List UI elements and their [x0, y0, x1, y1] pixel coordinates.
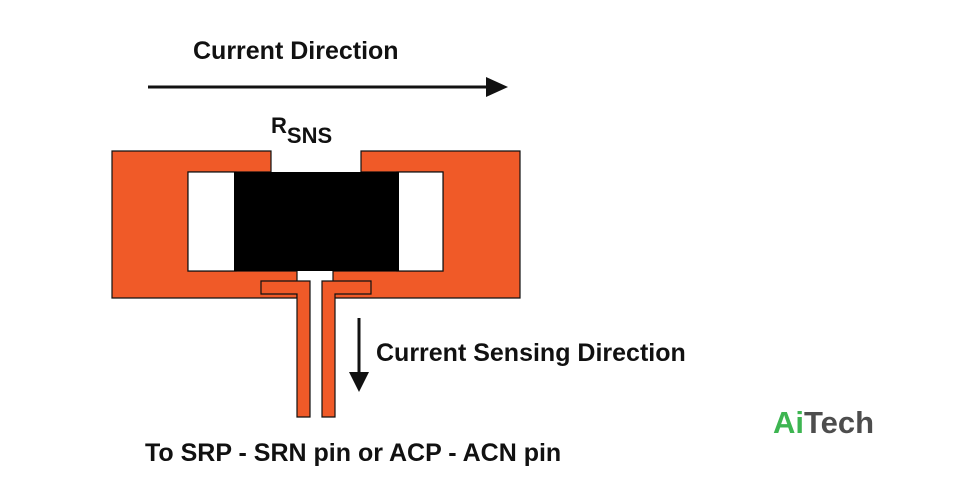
pin-label: To SRP - SRN pin or ACP - ACN pin: [145, 439, 561, 467]
right-pad-opening: [396, 171, 444, 272]
brand-part-2: Tech: [804, 405, 874, 440]
left-sense-trace: [260, 280, 311, 418]
resistor-body: [234, 172, 399, 271]
brand-part-1: Ai: [773, 405, 804, 440]
current-direction-arrow: [148, 77, 508, 97]
right-sense-trace: [321, 280, 372, 418]
sensing-direction-arrow: [349, 318, 369, 392]
resistor-label-main: R: [271, 113, 287, 138]
resistor-label: RSNS: [271, 113, 332, 148]
brand-logo: AiTech: [773, 405, 874, 440]
resistor-label-sub: SNS: [287, 123, 332, 148]
left-pad-opening: [187, 171, 237, 272]
current-direction-label: Current Direction: [193, 37, 399, 65]
kelvin-sense-traces: [260, 280, 372, 418]
sensing-direction-label: Current Sensing Direction: [376, 339, 686, 367]
